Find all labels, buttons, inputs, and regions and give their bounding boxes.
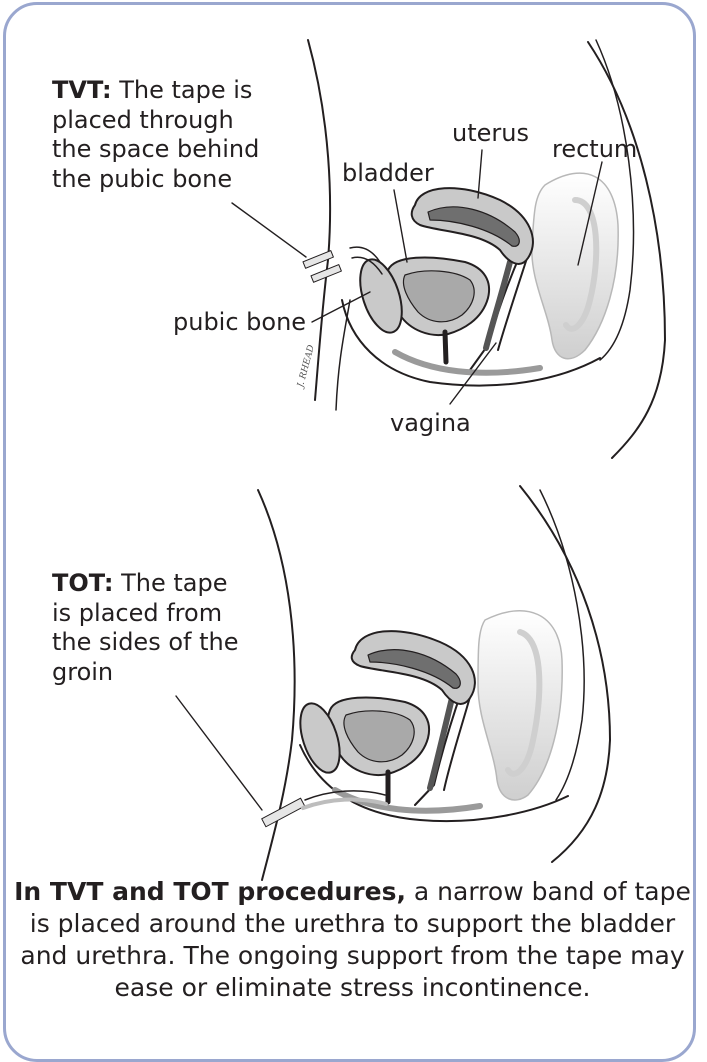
label-bladder: bladder (342, 158, 434, 188)
leader-uterus (478, 150, 482, 198)
tot-note: TOT: The tape is placed from the sides o… (52, 569, 242, 687)
leader-bladder (394, 190, 407, 262)
top-illustration (232, 40, 665, 458)
tvt-note: TVT: The tape is placed through the spac… (52, 76, 267, 194)
tot-title: TOT: (52, 569, 113, 597)
label-rectum: rectum (552, 134, 637, 164)
tvt-title: TVT: (52, 76, 112, 104)
leader-pubic-bone (312, 292, 370, 322)
urethra-top (445, 332, 446, 362)
leader-tot (176, 696, 262, 810)
caption-lead: In TVT and TOT procedures, (14, 877, 406, 906)
label-pubic-bone: pubic bone (173, 307, 306, 337)
label-uterus: uterus (452, 118, 529, 148)
leader-tvt (232, 203, 306, 257)
thigh-line-top (336, 300, 350, 410)
label-vagina: vagina (390, 408, 471, 438)
caption: In TVT and TOT procedures, a narrow band… (10, 876, 695, 1004)
